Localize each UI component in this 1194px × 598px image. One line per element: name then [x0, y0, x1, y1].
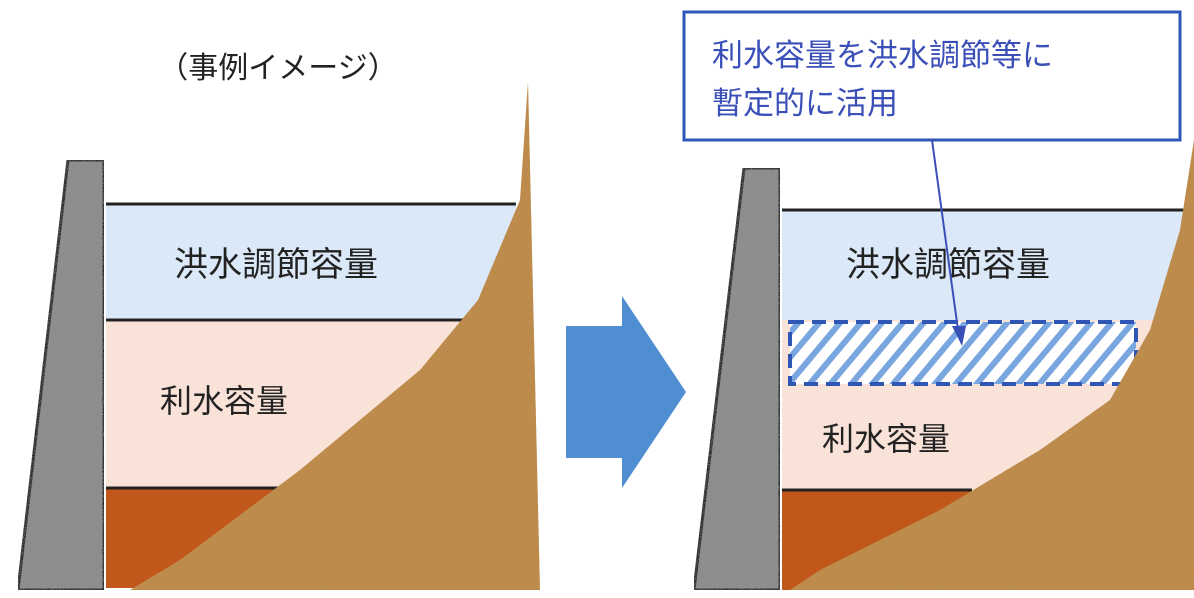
callout-line-2: 暫定的に活用 [712, 86, 898, 122]
hillside-after [790, 140, 1194, 590]
title: （事例イメージ） [158, 51, 397, 86]
flood-label-before: 洪水調節容量 [174, 245, 378, 285]
transition-arrow [566, 296, 686, 488]
callout: 利水容量を洪水調節等に 暫定的に活用 [682, 10, 1182, 346]
callout-pointer-arrowhead [952, 326, 966, 346]
reservoir-after: 洪水調節容量 利水容量 [692, 140, 1194, 592]
callout-box [682, 10, 1182, 142]
dam-wall-before [16, 158, 106, 592]
water-label-after: 利水容量 [822, 420, 950, 458]
dam-wall-after [692, 166, 782, 592]
flood-capacity-zone [106, 204, 516, 320]
water-label-before: 利水容量 [160, 382, 288, 420]
flood-capacity-zone-after [782, 210, 1192, 320]
hillside-before [130, 82, 540, 590]
callout-line-1: 利水容量を洪水調節等に [712, 38, 1053, 74]
callout-pointer-line [931, 139, 959, 331]
reservoir-before: 洪水調節容量 利水容量 [16, 82, 540, 592]
